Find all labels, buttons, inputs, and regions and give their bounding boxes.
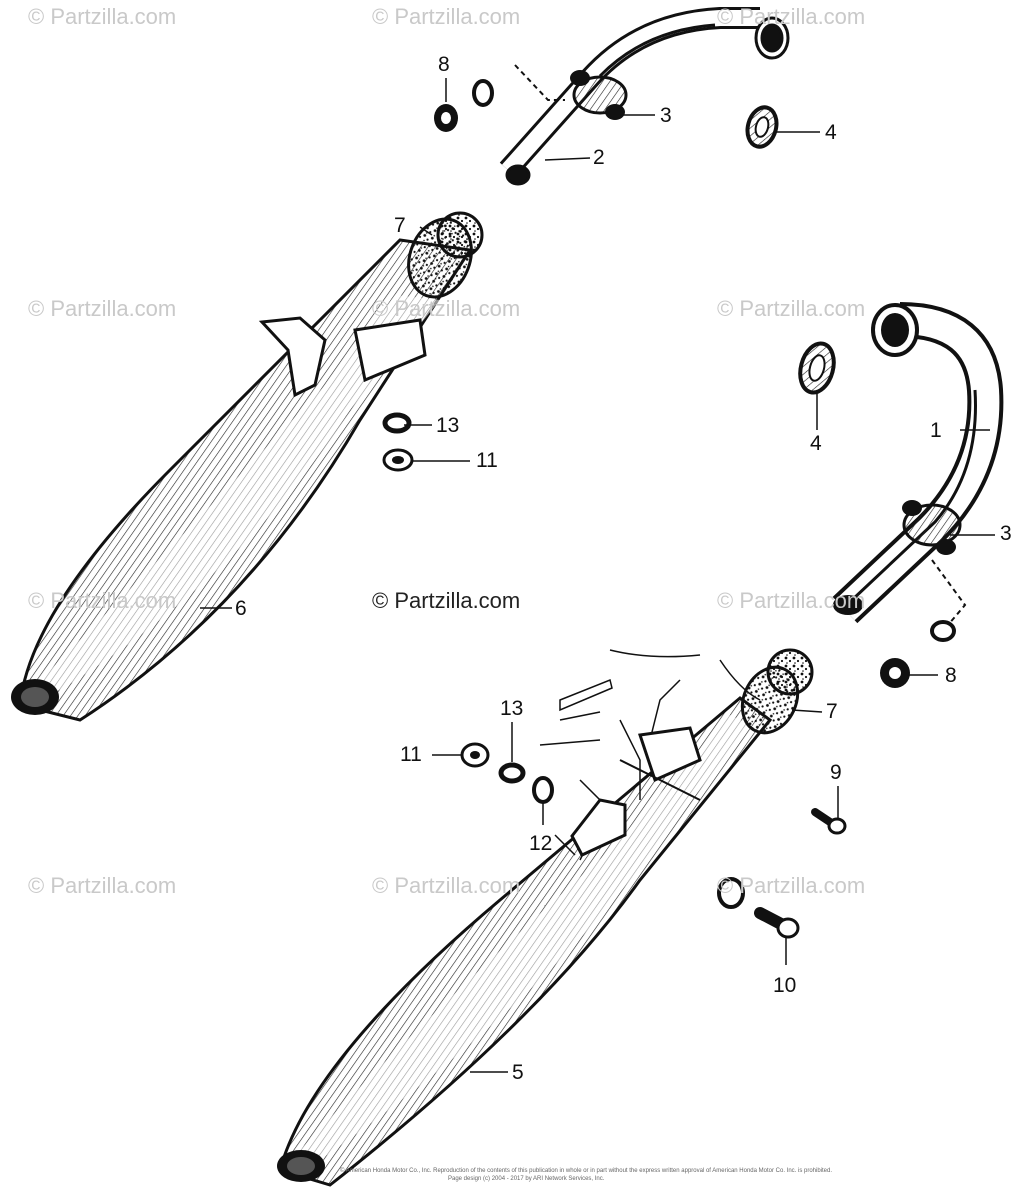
exhaust-gasket-upper: [745, 105, 779, 149]
callout-5: 5: [512, 1061, 524, 1084]
watermark-3: © Partzilla.com: [717, 4, 866, 29]
callout-8-upper: 8: [438, 53, 450, 76]
leader-lines: [200, 78, 995, 1073]
callout-6: 6: [235, 597, 247, 620]
cap-nut-right: [880, 620, 956, 688]
washer-13-lower: [498, 762, 526, 784]
packing-gasket-left: [407, 211, 484, 299]
callout-9: 9: [830, 761, 842, 784]
nut-11-left: [382, 448, 414, 472]
callout-12: 12: [529, 832, 553, 855]
watermark-7: © Partzilla.com: [28, 588, 177, 613]
callout-8-right: 8: [945, 664, 957, 687]
callout-11-lower: 11: [400, 743, 422, 766]
muffler-left: [11, 238, 473, 722]
watermark-11: © Partzilla.com: [717, 873, 866, 898]
washer-13-left: [382, 412, 412, 434]
exhaust-gasket-right: [798, 341, 836, 395]
bolt-9: [811, 808, 847, 835]
callout-13-left: 13: [436, 414, 460, 437]
watermark-1: © Partzilla.com: [28, 4, 177, 29]
watermark-6: © Partzilla.com: [717, 296, 866, 321]
footer-page-design: Page design (c) 2004 - 2017 by ARI Netwo…: [448, 1176, 605, 1182]
watermark-10: © Partzilla.com: [372, 873, 521, 898]
exhaust-flange-right: [902, 500, 967, 626]
watermark-9: © Partzilla.com: [28, 873, 177, 898]
callout-2: 2: [593, 146, 605, 169]
muffler-right: [277, 696, 773, 1187]
callout-3-right: 3: [1000, 522, 1012, 545]
callout-7-left: 7: [394, 214, 406, 237]
callout-1: 1: [930, 419, 942, 442]
callout-4-upper: 4: [825, 121, 837, 144]
footer-copyright: © American Honda Motor Co., Inc. Reprodu…: [340, 1168, 833, 1174]
watermark-2: © Partzilla.com: [372, 4, 521, 29]
callout-7-right: 7: [826, 700, 838, 723]
exhaust-flange-upper: [514, 64, 628, 120]
callout-4-right: 4: [810, 432, 822, 455]
exhaust-pipe-upper: [499, 6, 790, 186]
callout-10: 10: [773, 974, 797, 997]
center-watermark: © Partzilla.com: [372, 588, 521, 613]
callout-3-upper: 3: [660, 104, 672, 127]
washer-12: [532, 776, 554, 804]
callout-11-left: 11: [476, 449, 498, 472]
callout-13-lower: 13: [500, 697, 524, 720]
bolt-10: [717, 877, 800, 939]
watermark-4: © Partzilla.com: [28, 296, 177, 321]
packing-gasket-right: [740, 648, 814, 735]
watermark-5: © Partzilla.com: [372, 296, 521, 321]
nut-11-lower: [460, 742, 490, 768]
exhaust-pipe-right: [832, 302, 1004, 624]
cap-nut-upper: [434, 79, 494, 132]
watermark-8: © Partzilla.com: [717, 588, 866, 613]
